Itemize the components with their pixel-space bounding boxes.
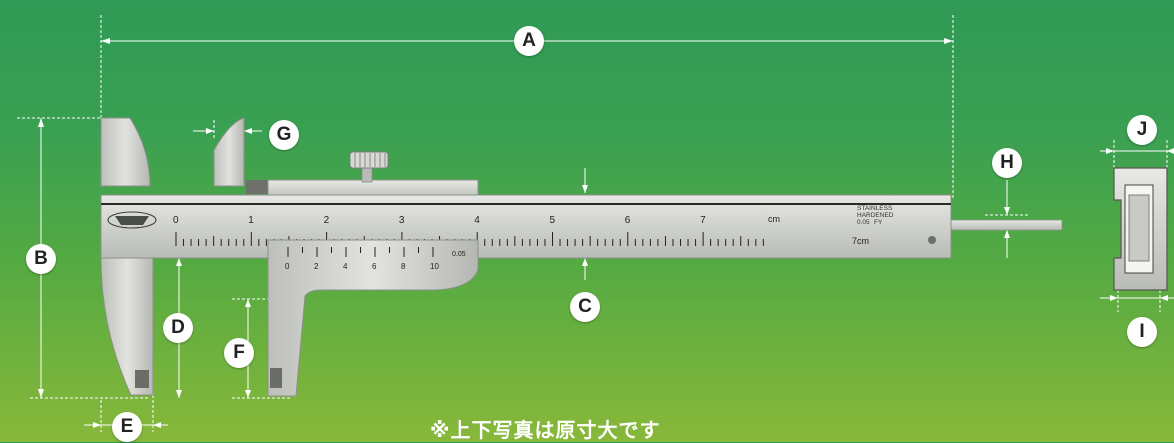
vernier-number: 4 [343,262,348,271]
label-c: C [570,292,600,322]
brand-logo [107,211,157,229]
label-g: G [269,120,299,150]
stamp-line-2: HARDENED [857,212,894,219]
vernier-number: 6 [372,262,377,271]
main-scale-number: 5 [550,215,556,226]
label-a: A [514,26,544,56]
label-h: H [992,148,1022,178]
vernier-number: 8 [401,262,406,271]
label-i: I [1127,317,1157,347]
main-scale-number: 2 [324,215,330,226]
vernier-ticks [287,247,434,257]
main-scale-number: 0 [173,215,179,226]
label-f: F [224,338,254,368]
slider-upper [213,117,479,201]
caliper-end-view [1113,167,1168,291]
main-scale-number: 1 [248,215,254,226]
slider-lower [267,239,479,397]
label-j: J [1127,115,1157,145]
vernier-numbers: 0 2 4 6 8 10 [285,262,439,271]
vernier-number: 0 [285,262,290,271]
main-scale-number: 3 [399,215,405,226]
scale-range-note: 7cm [852,236,869,246]
stamp-line-1: STAINLESS [857,205,893,212]
depth-rod [949,219,1063,231]
scale-unit: cm [768,214,780,224]
main-scale-number: 7 [700,215,706,226]
vernier-precision: 0.05 [452,251,466,258]
fixed-jaw [100,117,154,396]
stamp-line-3: 0.05 [857,219,870,226]
label-d: D [163,313,193,343]
scale-note: ※上下写真は原寸大です [430,418,661,442]
main-scale-numbers: 0 1 2 3 4 5 6 7 [173,215,706,226]
main-scale-number: 6 [625,215,631,226]
label-e: E [112,412,142,442]
main-beam [100,194,952,259]
vernier-number: 2 [314,262,319,271]
vernier-number: 10 [430,262,439,271]
main-scale-number: 4 [474,215,480,226]
dimension-arrows [38,38,1174,428]
stamp-line-4: FY [874,219,883,226]
label-b: B [26,244,56,274]
